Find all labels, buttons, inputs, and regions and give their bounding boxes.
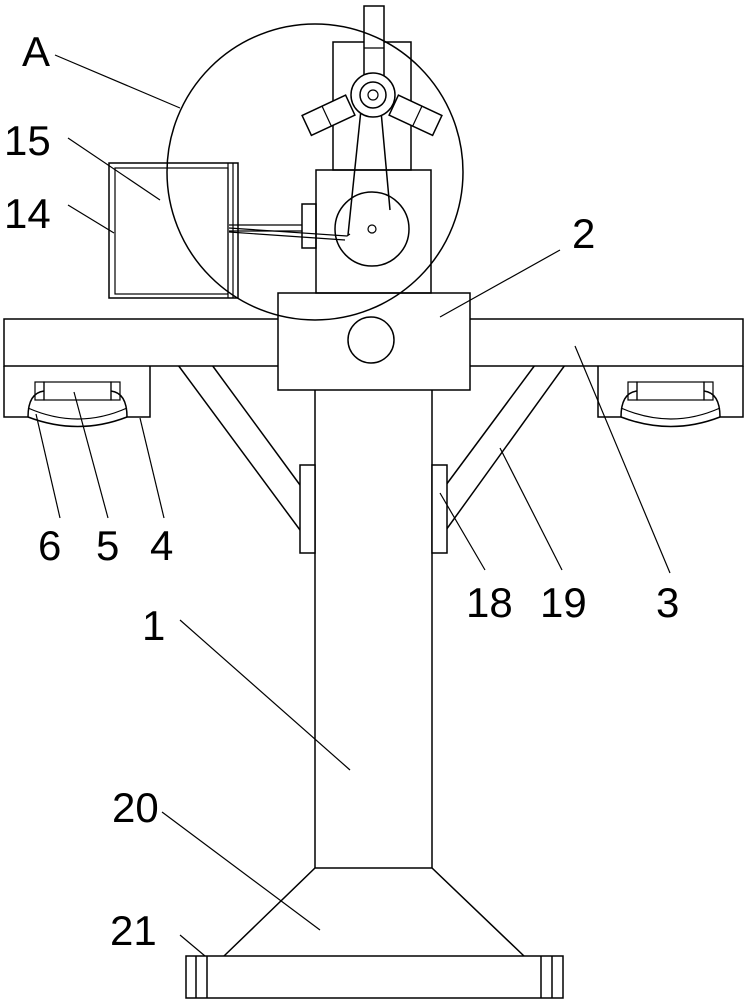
label-18: 18: [466, 579, 513, 626]
label-2: 2: [572, 210, 595, 257]
label-21: 21: [110, 907, 157, 954]
brace-mounting-blocks: [299, 464, 448, 554]
label-4: 4: [150, 522, 173, 569]
motor-housing: [301, 169, 432, 294]
vertical-column: [314, 390, 433, 868]
label-19: 19: [540, 579, 587, 626]
connecting-shaft: [228, 224, 351, 241]
three-prong-hub: [301, 72, 443, 137]
side-box: [108, 162, 239, 299]
label-6: 6: [38, 522, 61, 569]
label-20: 20: [112, 784, 159, 831]
top-rod: [363, 5, 385, 77]
sliding-block: [277, 292, 471, 391]
base-plate: [185, 955, 564, 999]
leader-lines: [35, 54, 671, 957]
left-clamp: [3, 366, 151, 428]
right-clamp: [597, 366, 744, 428]
label-15: 15: [4, 117, 51, 164]
diagonal-braces: [177, 364, 566, 531]
label-5: 5: [96, 522, 119, 569]
part-labels: A 15 14 2 6 5 4 18 19 3 1 20 21: [4, 28, 679, 954]
trapezoid-foot: [223, 867, 525, 957]
label-3: 3: [656, 579, 679, 626]
label-a: A: [22, 28, 50, 75]
detail-circle-a: [166, 23, 464, 321]
label-14: 14: [4, 190, 51, 237]
label-1: 1: [142, 602, 165, 649]
